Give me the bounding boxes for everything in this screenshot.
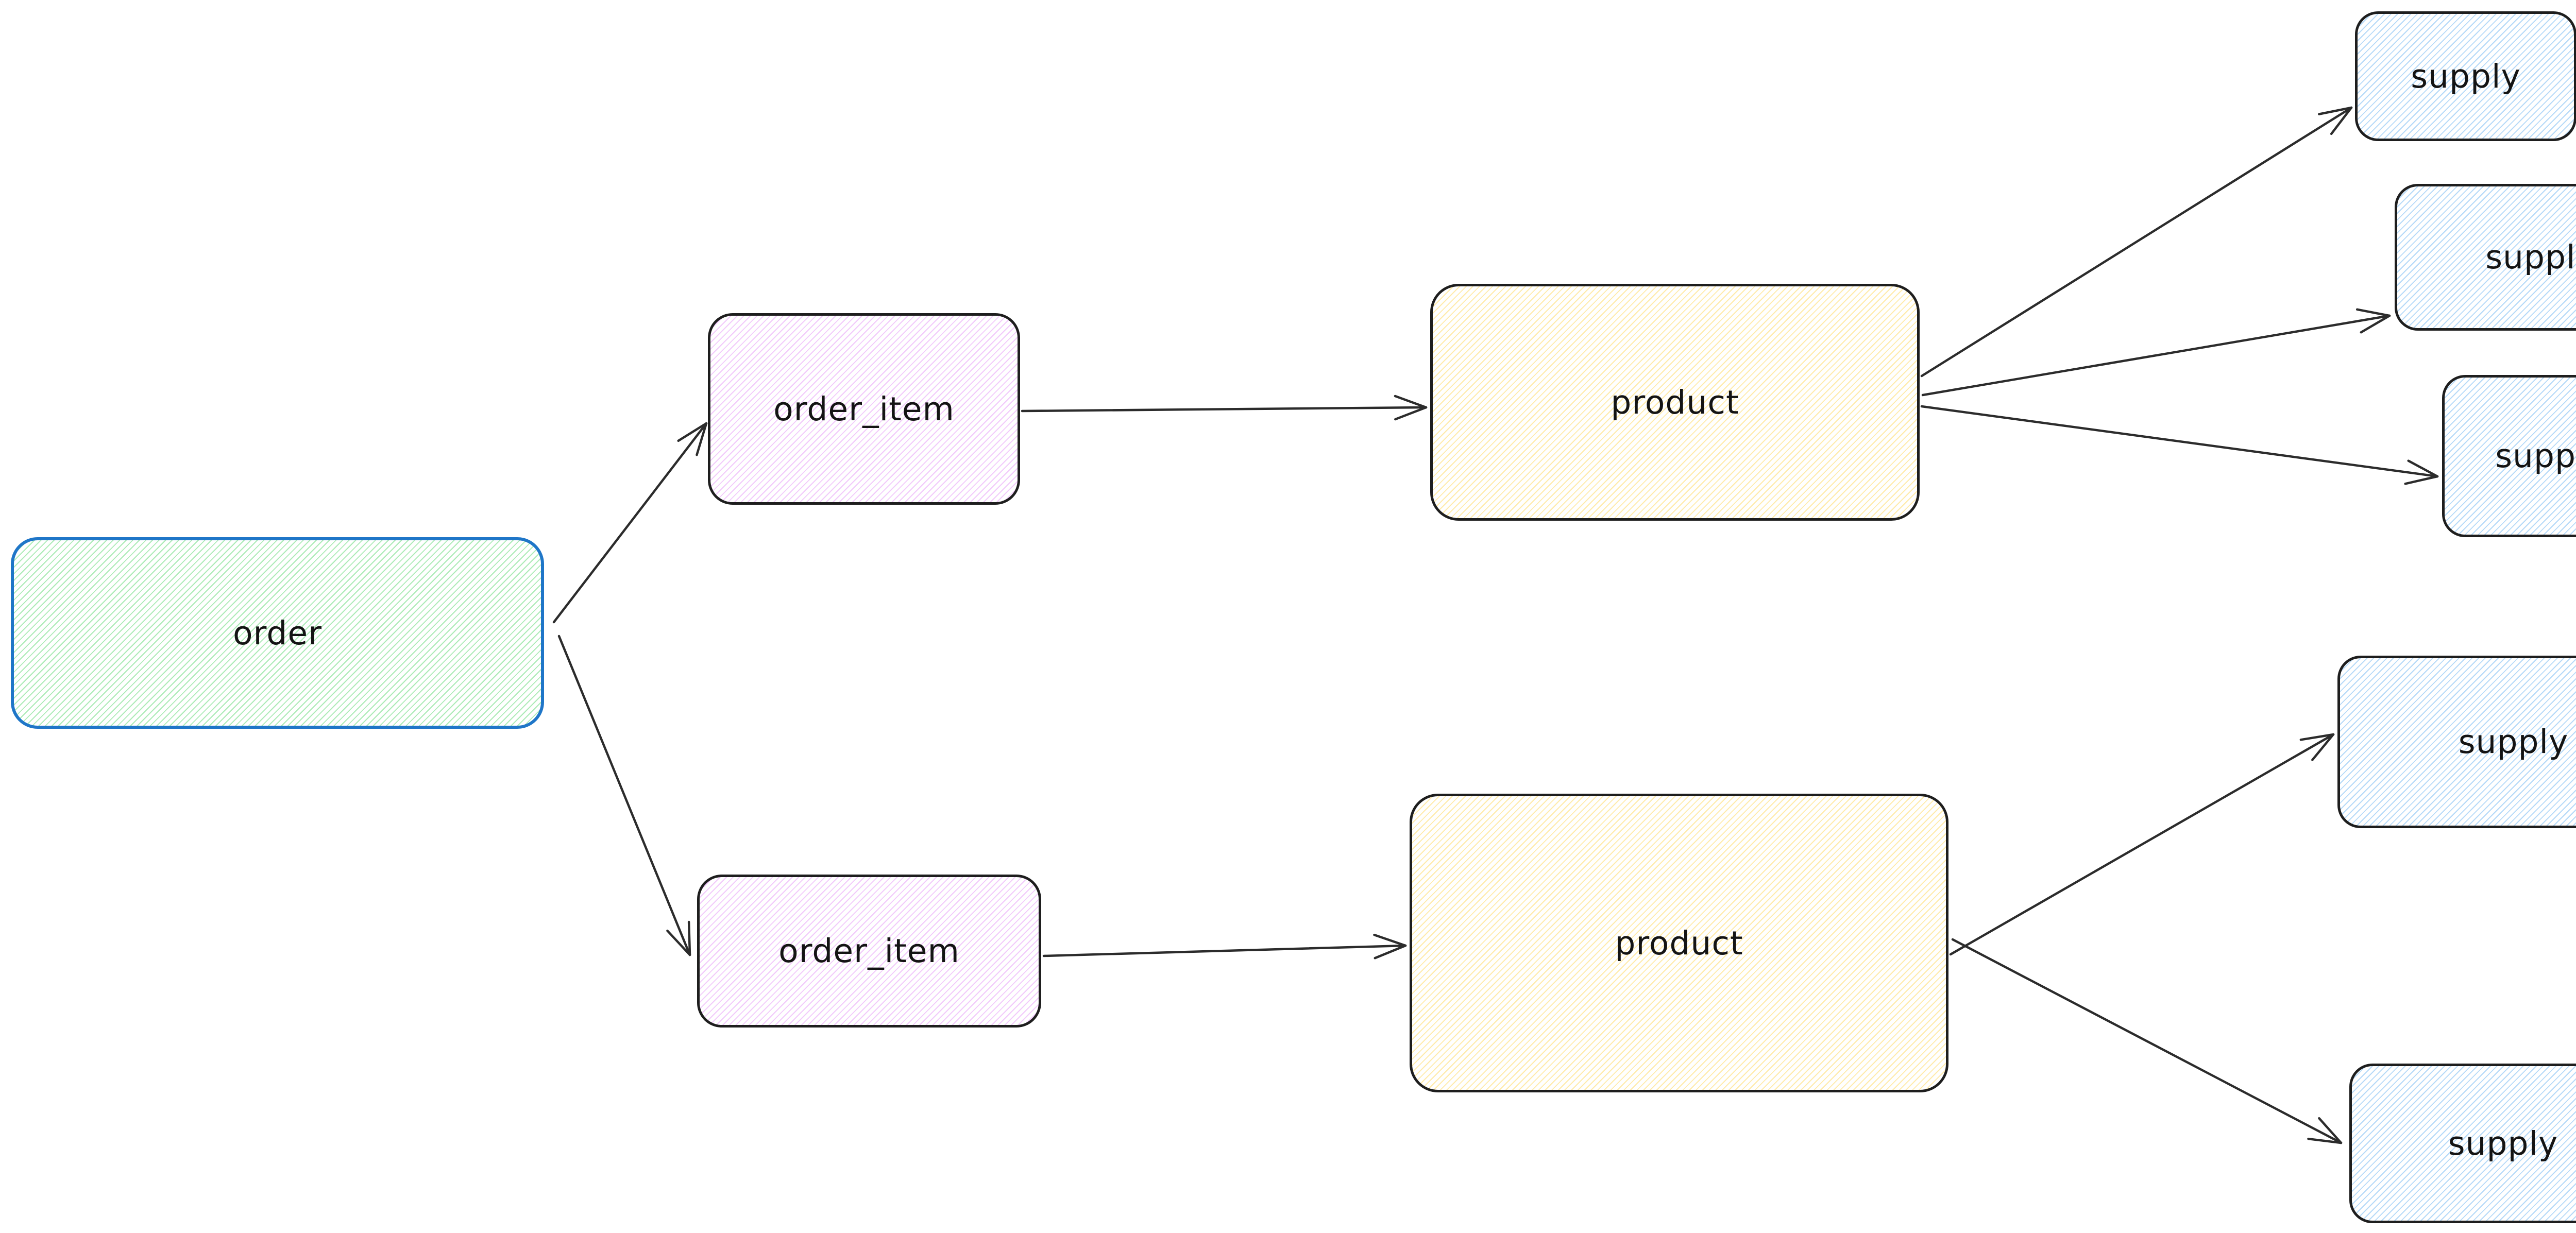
arrowhead [2407,459,2439,478]
arrowhead [666,929,691,956]
arrowhead [2330,106,2353,135]
arrow-product-2-to-supply-4[interactable] [1949,733,2335,956]
node-label: product [1611,383,1739,421]
arrow-product-1-to-supply-1[interactable] [1920,106,2353,378]
node-order-item-1[interactable]: order_item [708,313,1020,505]
arrow-product-1-to-supply-3[interactable] [1920,405,2439,478]
arrowhead [696,422,708,456]
arrow-product-2-to-supply-5[interactable] [1951,938,2343,1144]
node-label: supply [2411,57,2521,95]
node-order-item-2[interactable]: order_item [697,875,1041,1028]
node-order[interactable]: order [11,537,544,729]
arrowhead [687,920,691,956]
arrowhead [2318,1117,2343,1144]
node-label: supply [2458,723,2569,761]
arrowhead [1373,933,1407,947]
node-supply-1[interactable]: supply [2355,11,2576,141]
node-supply-2[interactable]: supply [2395,184,2576,331]
arrow-order-item-2-to-product-2[interactable] [1042,944,1407,957]
arrowhead [1374,944,1407,960]
arrowhead [2311,733,2335,761]
node-label: supply [2495,437,2576,475]
arrowhead [2404,475,2439,485]
arrowhead [2307,1137,2343,1144]
node-supply-3[interactable]: supply [2442,375,2576,537]
arrowhead [2360,314,2391,334]
node-label: supply [2485,238,2576,276]
node-label: supply [2448,1124,2558,1162]
arrowhead [1394,395,1428,409]
arrowhead [2299,733,2335,741]
arrow-order-to-order-item-1[interactable] [552,422,708,624]
arrow-order-to-order-item-2[interactable] [557,635,691,956]
arrow-product-1-to-supply-2[interactable] [1921,314,2391,397]
node-product-1[interactable]: product [1430,284,1920,521]
arrowhead [677,422,708,442]
arrow-order-item-1-to-product-1[interactable] [1021,406,1428,413]
arrowhead [1394,406,1428,421]
arrowhead [2318,106,2353,115]
node-supply-5[interactable]: supply [2349,1064,2576,1223]
node-label: order_item [778,932,960,970]
node-label: product [1615,924,1743,962]
arrowhead [2355,308,2391,317]
node-product-2[interactable]: product [1410,794,1948,1092]
node-label: order_item [773,390,955,428]
node-label: order [233,614,322,652]
node-supply-4[interactable]: supply [2337,656,2576,828]
